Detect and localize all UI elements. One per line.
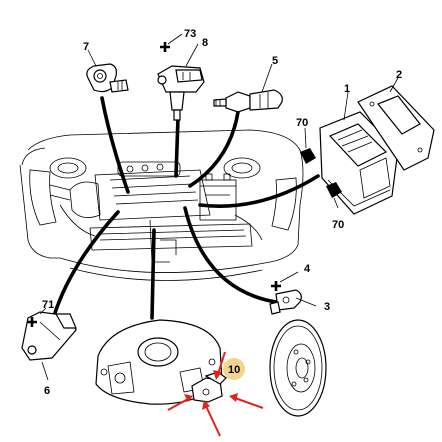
knock-sensor [86, 63, 129, 93]
flywheel [269, 319, 327, 417]
callout-7: 7 [83, 41, 89, 53]
cable-temperature-sensor [188, 110, 240, 188]
cable-crank-sensor [183, 206, 278, 304]
throttle-body [95, 319, 223, 405]
pressure-sensor [157, 65, 205, 121]
callout-73: 73 [184, 28, 196, 40]
camshaft-position-sensor [21, 311, 77, 361]
callout-numbers: 73 7 8 5 2 1 70 70 4 3 71 6 10 [42, 28, 402, 397]
ecu-connector-bottom [326, 182, 342, 198]
cable-pressure-sensor [174, 116, 180, 178]
callout-4: 4 [304, 263, 311, 275]
cable-knock-sensor [100, 96, 130, 194]
ecu-connector-top [300, 148, 316, 164]
callout-71: 71 [42, 299, 54, 311]
position-sensor-highlighted [191, 358, 245, 403]
callout-70-top: 70 [296, 117, 308, 129]
callout-1: 1 [344, 83, 350, 95]
engine-bay-illustration [19, 129, 304, 281]
callout-5: 5 [272, 55, 278, 67]
coolant-temperature-sensor [213, 89, 283, 113]
cable-throttle-body [150, 228, 156, 320]
cable-camshaft-sensor [52, 210, 120, 318]
red-arrow-icon [167, 351, 264, 437]
callout-3: 3 [324, 301, 330, 313]
callout-70-bottom: 70 [332, 219, 344, 231]
leader-lines [39, 33, 399, 381]
callout-6: 6 [44, 385, 50, 397]
connecting-cables [52, 96, 320, 320]
plus-marker-icon [27, 42, 281, 327]
ecu-cover-bracket [357, 85, 435, 171]
cable-ecu [198, 174, 320, 208]
highlight-circle [223, 358, 245, 380]
callout-10: 10 [228, 364, 240, 376]
callout-8: 8 [202, 37, 208, 49]
callout-2: 2 [396, 69, 402, 81]
crankshaft-position-sensor [269, 289, 302, 315]
